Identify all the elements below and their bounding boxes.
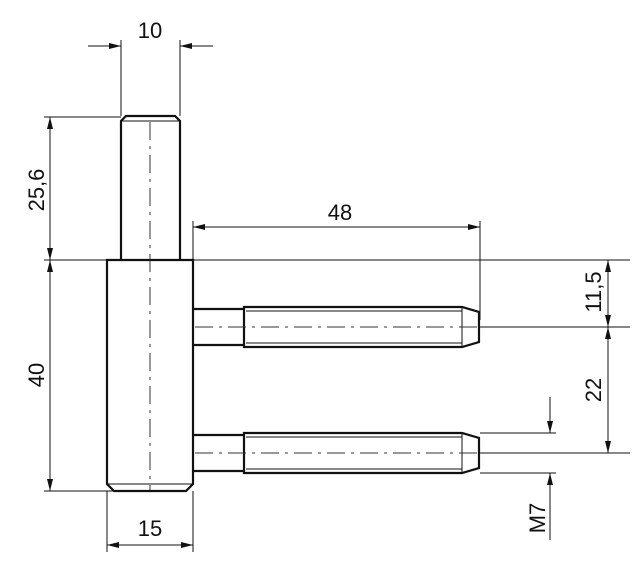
dimension-pin-diameter: 10 [88, 18, 213, 116]
dimension-thread: M7 [480, 397, 556, 540]
dimension-screw-length: 48 [192, 200, 481, 320]
label-top-offset: 11,5 [581, 271, 606, 312]
dimension-body-diameter: 15 [106, 491, 194, 552]
dimension-screw-offsets: 11,5 22 [480, 260, 630, 454]
label-body-height: 40 [24, 363, 49, 387]
label-screw-spacing: 22 [581, 378, 606, 402]
upper-screw [193, 305, 481, 349]
hinge-pin [119, 114, 182, 260]
label-pin-height: 25,6 [24, 169, 49, 212]
label-screw-length: 48 [328, 200, 352, 225]
dimension-body-height: 40 [24, 260, 114, 492]
lower-screw [193, 431, 481, 475]
dimension-pin-height: 25,6 [24, 116, 121, 260]
label-pin-diameter: 10 [138, 18, 162, 43]
label-body-diameter: 15 [138, 516, 162, 541]
label-thread: M7 [525, 503, 550, 534]
